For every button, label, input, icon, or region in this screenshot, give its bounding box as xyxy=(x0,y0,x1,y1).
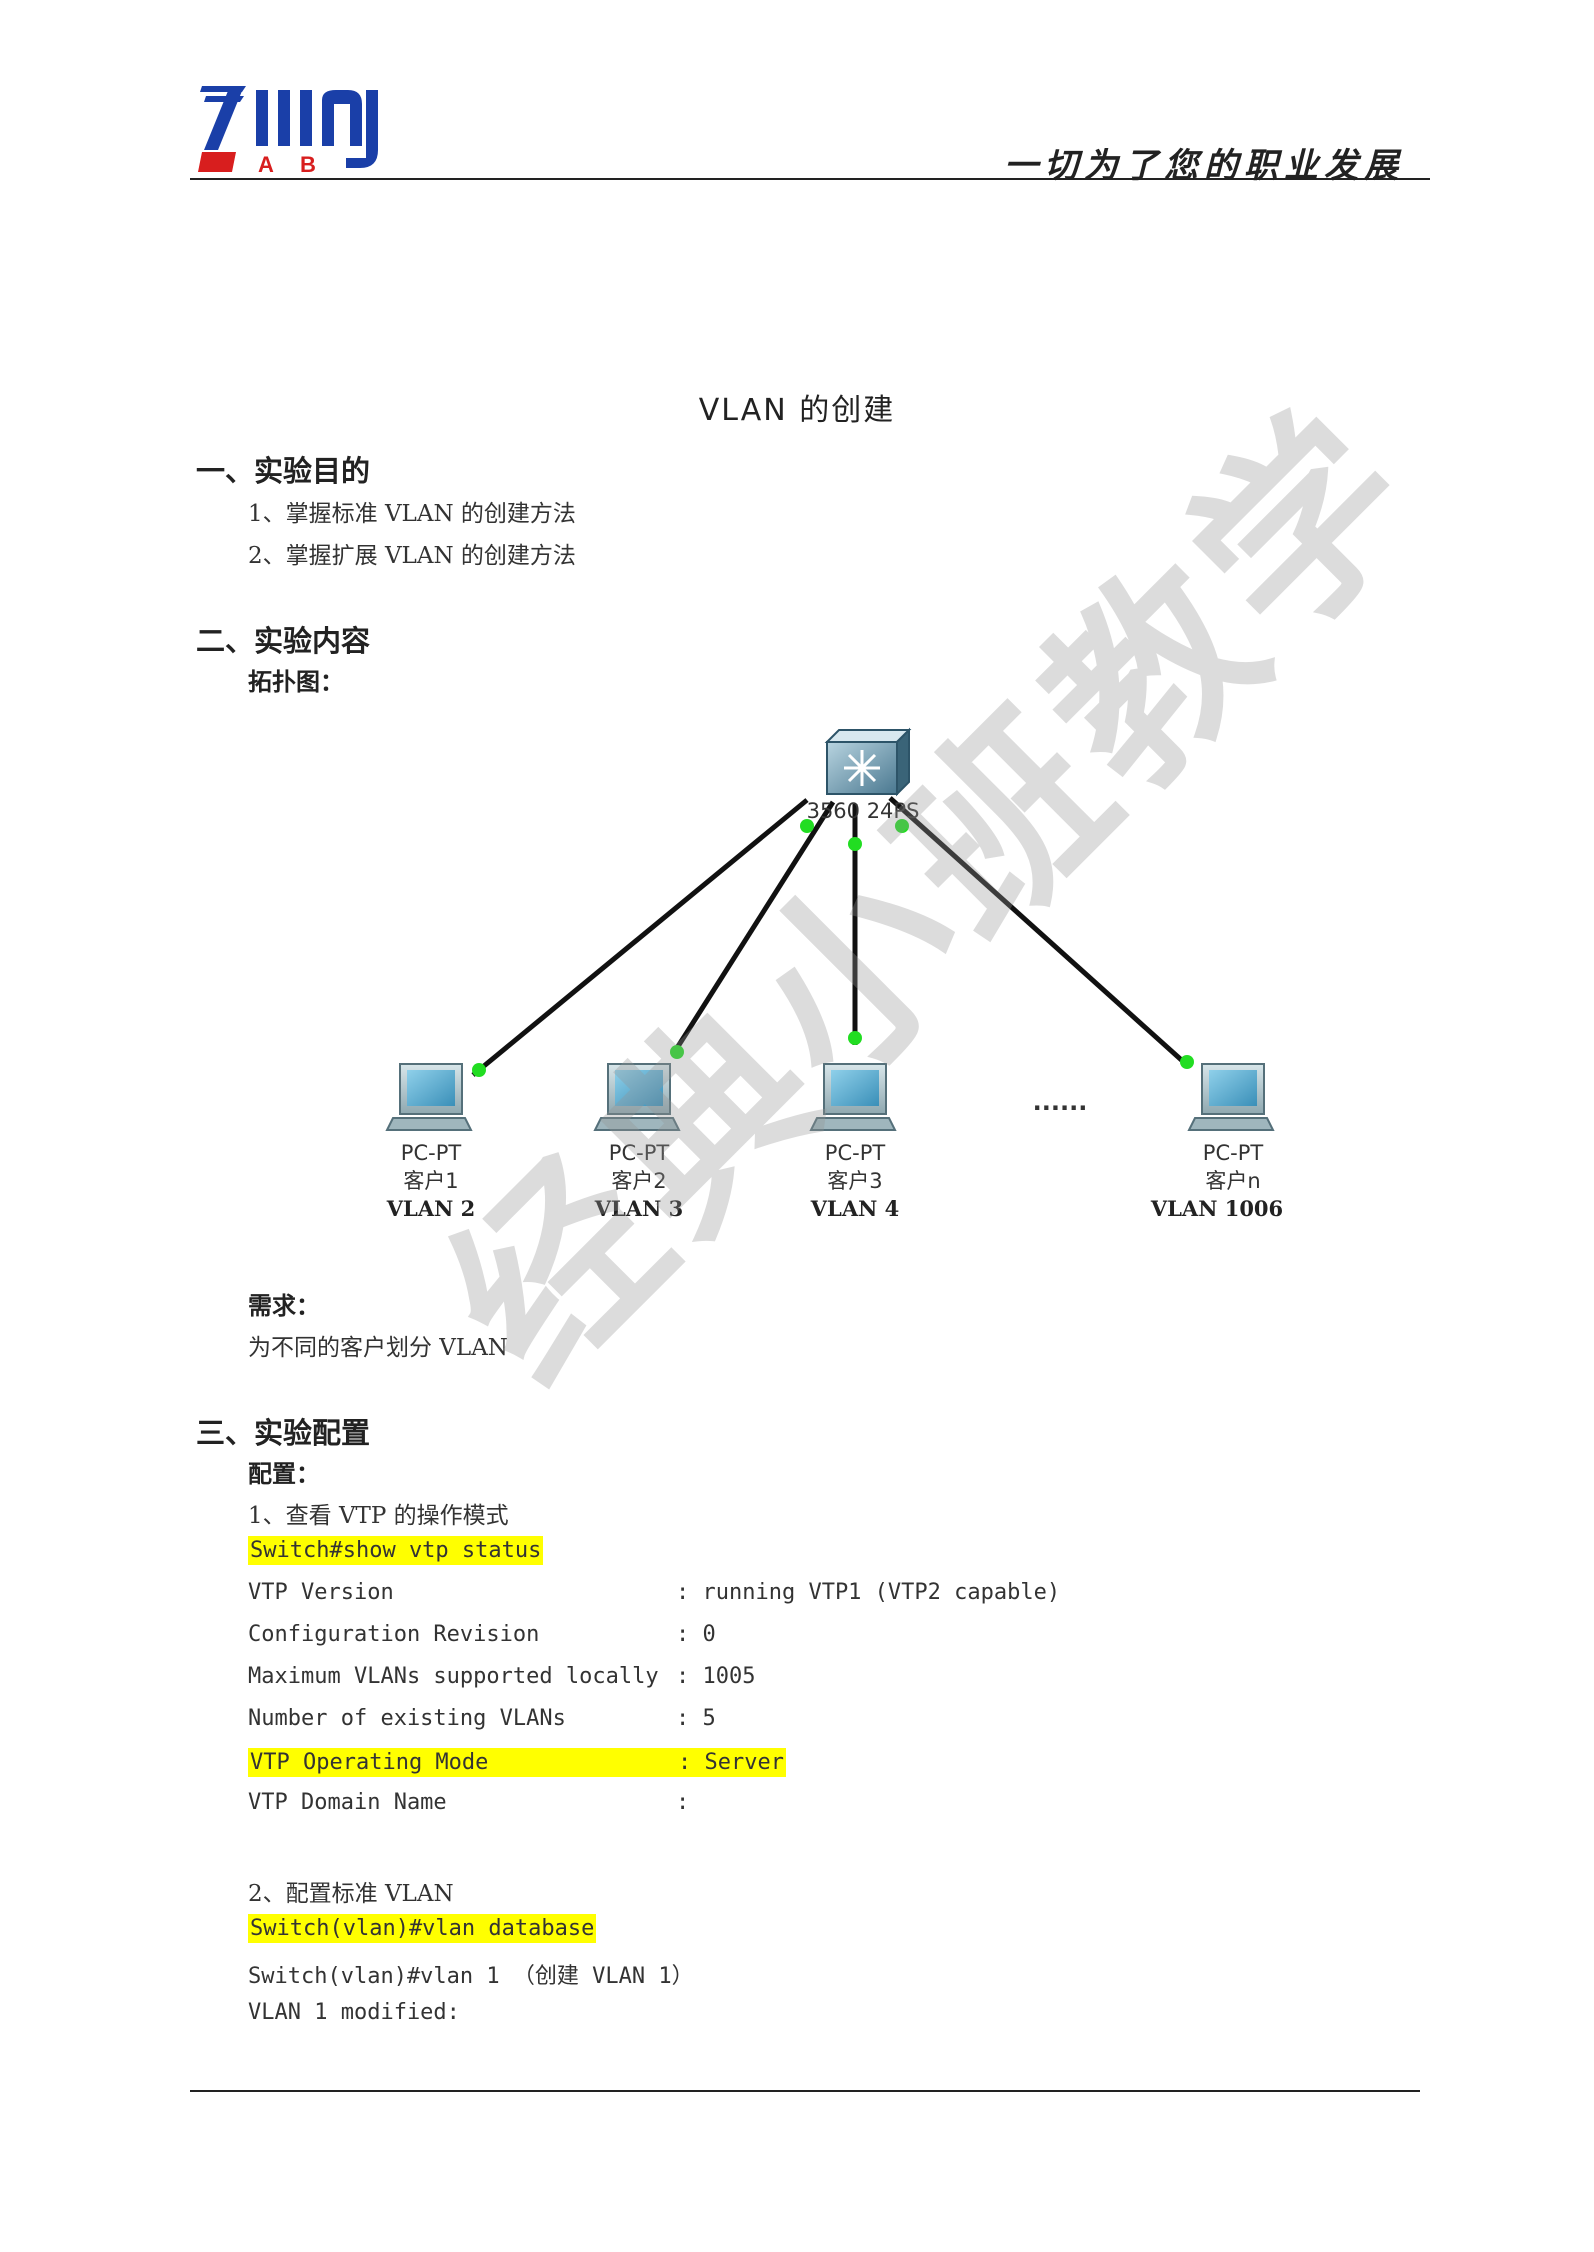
vtp-status-key: Number of existing VLANs xyxy=(248,1706,566,1731)
pc-customer-label: 客户3 xyxy=(827,1169,882,1193)
pc-customer-label: 客户1 xyxy=(403,1169,458,1193)
vtp-status-value: : 1005 xyxy=(676,1664,756,1689)
command-vlan-database: Switch(vlan)#vlan database xyxy=(248,1914,597,1943)
config-label: 配置： xyxy=(248,1460,320,1488)
vtp-status-value: : xyxy=(676,1790,690,1815)
requirement-label: 需求： xyxy=(248,1292,320,1320)
vtp-status-key: Maximum VLANs supported locally xyxy=(248,1664,659,1689)
pc-icon xyxy=(809,1063,897,1131)
pc-type-label: PC-PT xyxy=(1203,1141,1264,1165)
pc-n: PC-PT 客户n VLAN 1006 xyxy=(1150,1063,1283,1221)
command-show-vtp-status: Switch#show vtp status xyxy=(248,1536,544,1565)
pc-type-label: PC-PT xyxy=(401,1141,462,1165)
config-step-2: 2、配置标准 VLAN xyxy=(248,1881,454,1907)
vtp-status-value: : running VTP1 (VTP2 capable) xyxy=(676,1580,1061,1605)
port-dot-switch-1 xyxy=(800,819,814,833)
vtp-status-value: : 0 xyxy=(676,1622,716,1647)
multilayer-switch-icon xyxy=(824,727,912,797)
svg-text:B: B xyxy=(300,152,316,175)
vtp-status-row: Maximum VLANs supported locally : 1005 xyxy=(248,1664,755,1689)
port-dot-switch-2 xyxy=(848,837,862,851)
pc-icon xyxy=(593,1063,681,1131)
vtp-status-key: Configuration Revision xyxy=(248,1622,540,1647)
port-dot-pc-1 xyxy=(472,1063,486,1077)
vtp-status-row: VTP Domain Name: xyxy=(248,1790,689,1815)
purpose-item: 2、掌握扩展 VLAN 的创建方法 xyxy=(248,543,576,569)
section-heading-content: 二、实验内容 xyxy=(196,624,371,658)
pc-icon xyxy=(1187,1063,1275,1131)
vtp-status-key: VTP Operating Mode xyxy=(250,1750,489,1775)
document-title: VLAN 的创建 xyxy=(698,393,896,428)
network-topology-diagram: 3560 24PS PC-PT 客户1 VLAN 2 PC-PT 客户2 VLA… xyxy=(385,727,1283,1221)
footer-divider xyxy=(190,2090,1420,2092)
pc-type-label: PC-PT xyxy=(825,1141,886,1165)
pc-customer-label: 客户n xyxy=(1205,1169,1260,1193)
command-output: VLAN 1 modified: xyxy=(248,2000,460,2025)
vtp-status-key: VTP Domain Name xyxy=(248,1790,447,1815)
section-heading-purpose: 一、实验目的 xyxy=(196,454,371,488)
requirement-text: 为不同的客户划分 VLAN xyxy=(248,1335,508,1361)
port-dot-pc-2 xyxy=(670,1045,684,1059)
topology-label: 拓扑图： xyxy=(248,668,344,696)
company-logo: A B xyxy=(198,86,378,175)
vtp-status-row: Configuration Revision : 0 xyxy=(248,1622,716,1647)
vtp-status-value: : 5 xyxy=(676,1706,716,1731)
svg-text:A: A xyxy=(258,152,274,175)
pc-icon xyxy=(385,1063,473,1131)
pc-customer-label: 客户2 xyxy=(611,1169,666,1193)
pc-3: PC-PT 客户3 VLAN 4 xyxy=(809,1063,899,1221)
vtp-status-row-highlighted: VTP Operating Mode : Server xyxy=(248,1748,786,1777)
vtp-status-value: : Server xyxy=(678,1750,784,1775)
header-divider xyxy=(190,178,1430,180)
switch-label: 3560 24PS xyxy=(807,799,920,823)
port-dot-switch-3 xyxy=(895,819,909,833)
pc-1: PC-PT 客户1 VLAN 2 xyxy=(385,1063,475,1221)
port-dot-pc-3 xyxy=(848,1031,862,1045)
vtp-status-key: VTP Version xyxy=(248,1580,394,1605)
purpose-item: 1、掌握标准 VLAN 的创建方法 xyxy=(248,501,576,527)
vtp-status-row: VTP Version : running VTP1 (VTP2 capable) xyxy=(248,1580,1060,1605)
pc-vlan-label: VLAN 1006 xyxy=(1150,1196,1283,1221)
port-dot-pc-n xyxy=(1180,1055,1194,1069)
pc-vlan-label: VLAN 4 xyxy=(810,1196,899,1221)
pc-2: PC-PT 客户2 VLAN 3 xyxy=(593,1063,683,1221)
config-step-1: 1、查看 VTP 的操作模式 xyxy=(248,1503,509,1529)
more-pcs-ellipsis: ...... xyxy=(1033,1088,1088,1116)
link-port-indicators xyxy=(472,819,1194,1077)
pc-vlan-label: VLAN 2 xyxy=(386,1196,475,1221)
pc-type-label: PC-PT xyxy=(609,1141,670,1165)
command-create-vlan: Switch(vlan)#vlan 1 （创建 VLAN 1） xyxy=(248,1964,694,1989)
section-heading-config: 三、实验配置 xyxy=(196,1416,371,1450)
vtp-status-row: Number of existing VLANs : 5 xyxy=(248,1706,716,1731)
pc-vlan-label: VLAN 3 xyxy=(594,1196,683,1221)
network-links xyxy=(471,796,1189,1077)
